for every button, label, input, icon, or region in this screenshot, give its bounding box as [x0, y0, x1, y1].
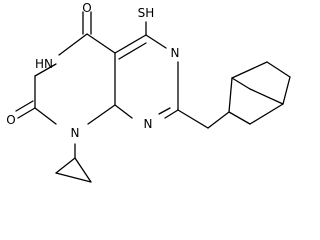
- atom-nitrogen-1: N: [71, 126, 80, 140]
- norbornylmethyl-group: [177, 61, 291, 129]
- pyrimidine-ring: [114, 34, 179, 119]
- pyrimidinedione-ring: [34, 33, 116, 125]
- atom-oxygen-left: O: [6, 113, 15, 127]
- atom-oxygen-top: O: [82, 1, 91, 15]
- atom-nh: HN: [35, 57, 53, 71]
- carbonyl-left: [15, 100, 36, 119]
- atom-nitrogen-right-top: N: [171, 46, 180, 60]
- molecule-structure: O HN O N SH N N: [6, 1, 291, 183]
- cyclopropyl-group: [55, 143, 92, 183]
- atom-thiol: SH: [138, 6, 155, 20]
- atom-nitrogen-right-bottom: N: [144, 117, 153, 131]
- carbonyl-top: [82, 11, 92, 35]
